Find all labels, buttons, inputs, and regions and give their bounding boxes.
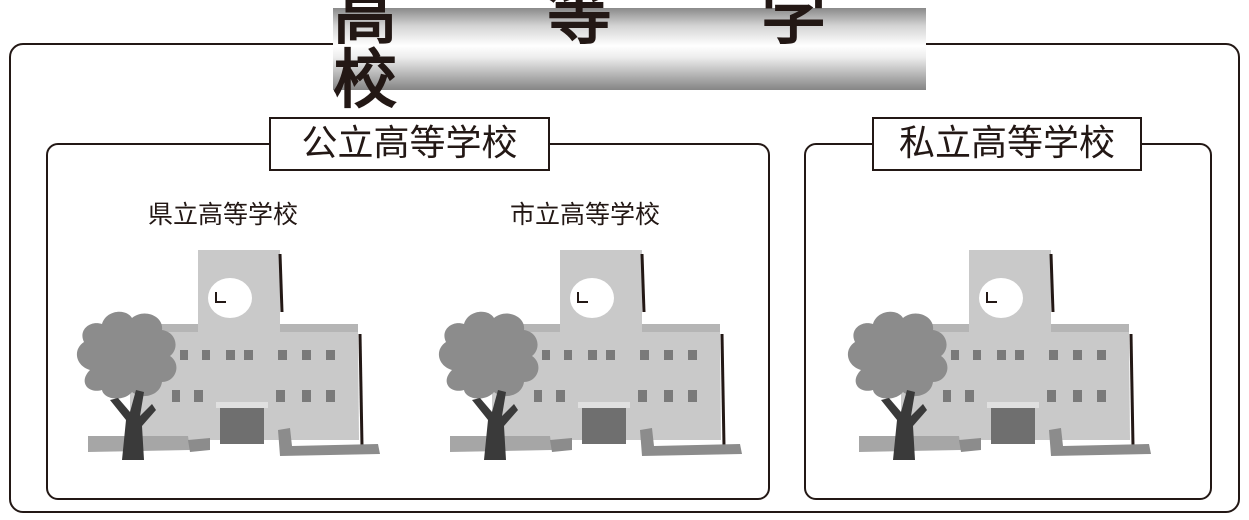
municipal-school-label: 市立高等学校	[510, 200, 661, 229]
school-building-icon	[75, 250, 380, 462]
school-building-icon	[846, 250, 1151, 462]
main-title-text: 高 等 学 校	[333, 0, 890, 118]
school-building-icon	[437, 250, 742, 462]
public-school-label: 公立高等学校	[269, 117, 550, 171]
prefectural-school-label: 県立高等学校	[148, 200, 299, 229]
private-school-label: 私立高等学校	[872, 117, 1142, 171]
main-title: 高 等 学 校	[333, 0, 926, 113]
